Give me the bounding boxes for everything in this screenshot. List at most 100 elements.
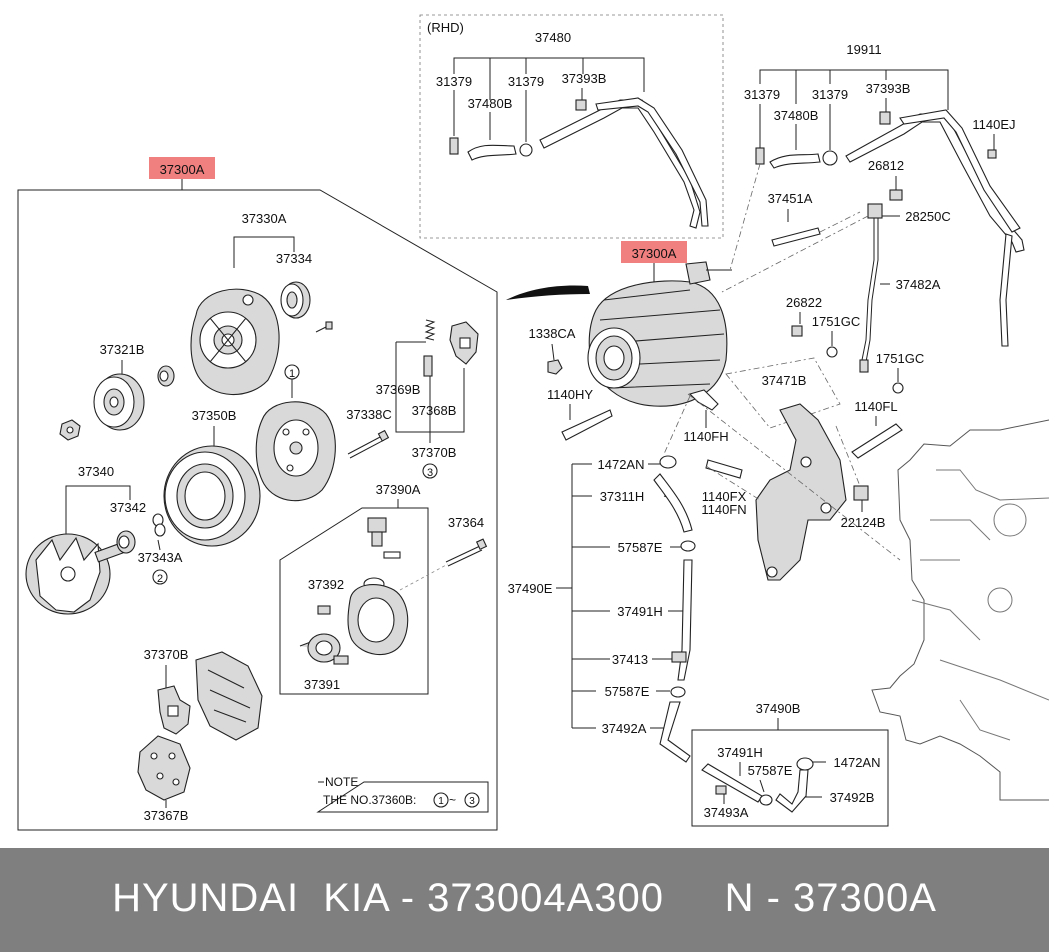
callout-37368B[interactable]: 37368B — [412, 403, 457, 418]
callout-37370B-b[interactable]: 37370B — [144, 647, 189, 662]
callout-1140FL[interactable]: 1140FL — [854, 399, 897, 414]
note-circle-1: 1 — [438, 796, 444, 807]
callout-28250C[interactable]: 28250C — [905, 209, 951, 224]
rhd-label: (RHD) — [427, 20, 464, 35]
footer-bar: HYUNDAI KIA - 373004A300 N - 37300A — [0, 848, 1049, 952]
callout-37471B[interactable]: 37471B — [762, 373, 807, 388]
note-box: NOTE THE NO.37360B: 1 ~ 3 — [316, 775, 489, 813]
callout-37300A-left[interactable]: 37300A — [160, 162, 205, 177]
rhd-box: (RHD) 37480 31379 31379 37393B 37480B — [419, 14, 724, 239]
callout-1751GC-a[interactable]: 1751GC — [812, 314, 860, 329]
callout-1751GC-b[interactable]: 1751GC — [876, 351, 924, 366]
callout-1472AN-a[interactable]: 1472AN — [598, 457, 645, 472]
brush — [423, 355, 433, 377]
callout-37492B[interactable]: 37492B — [830, 790, 875, 805]
note-circle-3: 3 — [469, 796, 475, 807]
callout-37482A[interactable]: 37482A — [896, 277, 941, 292]
small-screw — [315, 321, 333, 333]
circle-2 — [152, 569, 168, 585]
callout-1140EJ[interactable]: 1140EJ — [972, 117, 1015, 132]
callout-37334[interactable]: 37334 — [276, 251, 312, 266]
callout-highlight — [149, 157, 215, 179]
callout-37491H-a[interactable]: 37491H — [617, 604, 663, 619]
callout-37480B-a[interactable]: 37480B — [468, 96, 513, 111]
callout-37480[interactable]: 37480 — [535, 30, 571, 45]
note-title: NOTE — [325, 775, 358, 789]
note-sep: ~ — [449, 793, 456, 807]
callout-37338C[interactable]: 37338C — [346, 407, 392, 422]
callout-37391[interactable]: 37391 — [304, 677, 340, 692]
hose-assembly-box: 37490B 37491H 57587E 1472AN 37492B 37493… — [691, 701, 889, 827]
callout-37330A[interactable]: 37330A — [242, 211, 287, 226]
callout-37493A[interactable]: 37493A — [704, 805, 749, 820]
regulator — [157, 685, 191, 735]
callout-37343A[interactable]: 37343A — [138, 550, 183, 565]
callout-26822[interactable]: 26822 — [786, 295, 822, 310]
callout-37342[interactable]: 37342 — [110, 500, 146, 515]
bracket — [755, 403, 847, 581]
callout-37393B-b[interactable]: 37393B — [866, 81, 911, 96]
bearing — [280, 281, 311, 319]
gasket — [299, 605, 349, 665]
rhd-hoses — [449, 97, 709, 229]
callout-57587E-b[interactable]: 57587E — [605, 684, 650, 699]
pump-bolt — [445, 538, 488, 567]
circle-3-text: 3 — [427, 467, 433, 479]
callout-1140FN[interactable]: 1140FN — [701, 502, 746, 517]
callout-37490B[interactable]: 37490B — [756, 701, 801, 716]
callout-37390A[interactable]: 37390A — [376, 482, 421, 497]
callout-37311H[interactable]: 37311H — [600, 489, 645, 504]
callout-37451A[interactable]: 37451A — [768, 191, 813, 206]
front-housing — [190, 288, 280, 396]
callout-1140FX[interactable]: 1140FX — [702, 489, 747, 504]
circle-2-text: 2 — [157, 573, 163, 585]
callout-26812[interactable]: 26812 — [868, 158, 904, 173]
callout-37321B[interactable]: 37321B — [100, 342, 145, 357]
callout-31379-a[interactable]: 31379 — [436, 74, 472, 89]
callout-37340[interactable]: 37340 — [78, 464, 114, 479]
direction-arrow — [506, 285, 590, 300]
callout-31379-d[interactable]: 31379 — [812, 87, 848, 102]
rear-bearing — [116, 530, 136, 554]
callout-19911[interactable]: 19911 — [846, 42, 881, 57]
callout-37490E[interactable]: 37490E — [508, 581, 553, 596]
nut — [59, 419, 81, 441]
callout-37491H-b[interactable]: 37491H — [717, 745, 763, 760]
stator — [163, 445, 261, 547]
callout-37413[interactable]: 37413 — [612, 652, 648, 667]
callout-37367B[interactable]: 37367B — [144, 808, 189, 823]
callout-37480B-b[interactable]: 37480B — [774, 108, 819, 123]
callout-37392[interactable]: 37392 — [308, 577, 344, 592]
rear-cover — [195, 651, 263, 741]
callout-31379-c[interactable]: 31379 — [744, 87, 780, 102]
callout-37364[interactable]: 37364 — [448, 515, 484, 530]
rectifier — [137, 735, 191, 801]
callout-37300A-right[interactable]: 37300A — [632, 246, 677, 261]
brush-holder — [449, 321, 479, 365]
alternator-exploded-panel: 37300A 37330A 37334 37321B — [17, 157, 498, 831]
callout-22124B[interactable]: 22124B — [841, 515, 886, 530]
callout-37370B-a[interactable]: 37370B — [412, 445, 457, 460]
callout-31379-b[interactable]: 31379 — [508, 74, 544, 89]
rotor — [25, 533, 124, 615]
vacuum-pump — [347, 517, 409, 656]
callout-1140HY[interactable]: 1140HY — [547, 387, 593, 402]
callout-1472AN-b[interactable]: 1472AN — [834, 755, 881, 770]
through-bolt — [347, 429, 390, 459]
callout-37350B[interactable]: 37350B — [192, 408, 237, 423]
lhd-pipes: 19911 31379 31379 37393B 37480B 1140EJ — [729, 42, 1025, 347]
callout-1338CA[interactable]: 1338CA — [529, 326, 576, 341]
vacuum-pump-box — [279, 507, 429, 695]
callout-57587E-a[interactable]: 57587E — [618, 540, 663, 555]
parts-diagram: 37300A 37330A 37334 37321B — [17, 14, 1049, 831]
note-prefix: THE NO.37360B: — [323, 793, 416, 807]
engine-block-outline — [871, 419, 1049, 801]
retainer — [152, 513, 166, 537]
callout-37369B[interactable]: 37369B — [376, 382, 421, 397]
brush-spring — [424, 319, 436, 341]
callout-57587E-c[interactable]: 57587E — [748, 763, 793, 778]
callout-1140FH[interactable]: 1140FH — [683, 429, 728, 444]
callout-37393B-a[interactable]: 37393B — [562, 71, 607, 86]
circle-1-text: 1 — [289, 368, 295, 380]
callout-37492A-a[interactable]: 37492A — [602, 721, 647, 736]
